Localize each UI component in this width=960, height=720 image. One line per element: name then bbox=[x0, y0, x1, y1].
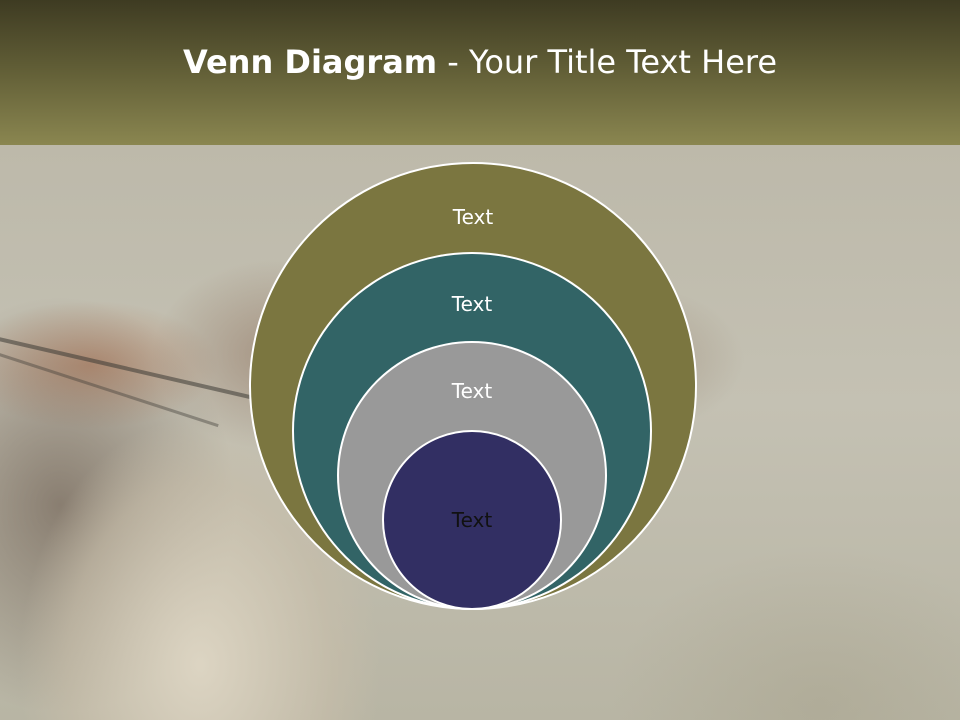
venn-circle-third-label[interactable]: Text bbox=[451, 379, 493, 403]
title-band: Venn Diagram - Your Title Text Here bbox=[0, 0, 960, 145]
venn-circle-inner[interactable]: Text bbox=[382, 430, 562, 610]
venn-circle-outer-label[interactable]: Text bbox=[452, 205, 494, 229]
venn-circle-inner-label[interactable]: Text bbox=[451, 508, 493, 532]
venn-circle-second-label[interactable]: Text bbox=[451, 292, 493, 316]
slide-title-bold: Venn Diagram bbox=[182, 43, 438, 81]
slide-title-rest: - Your Title Text Here bbox=[437, 43, 778, 81]
slide-title[interactable]: Venn Diagram - Your Title Text Here bbox=[0, 40, 960, 84]
